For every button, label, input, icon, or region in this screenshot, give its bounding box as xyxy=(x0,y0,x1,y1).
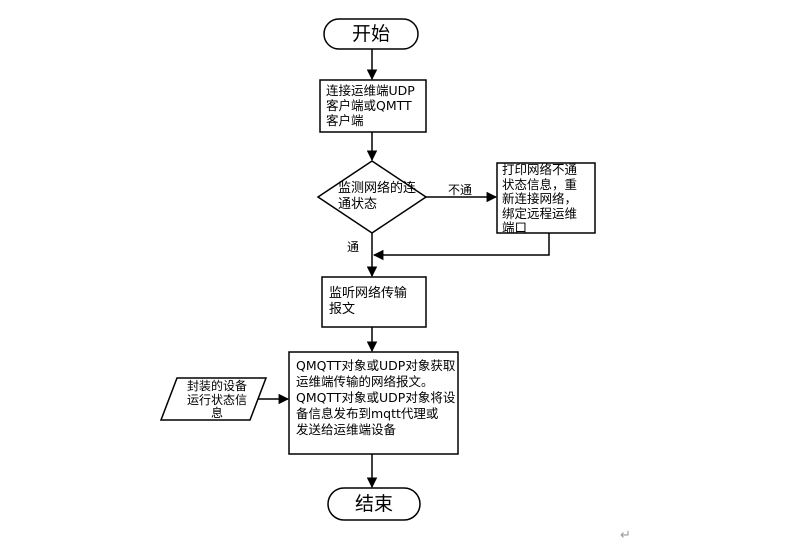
publish-label: QMQTT对象或UDP对象获取 运维端传输的网络报文。 QMQTT对象或UDP对… xyxy=(296,358,456,437)
retry-label: 打印网络不通 状态信息，重 新连接网络， 绑定远程运维 端口 xyxy=(502,162,578,235)
no-branch-label: 不通 xyxy=(448,183,473,197)
start-label: 开始 xyxy=(351,23,390,45)
decision-label: 监测网络的连 通状态 xyxy=(338,181,417,212)
paragraph-mark: ↵ xyxy=(620,528,631,543)
input-label: 封装的设备 运行状态信 息 xyxy=(186,379,247,420)
yes-branch-label: 通 xyxy=(347,240,360,254)
connect-process-box xyxy=(319,79,427,133)
end-label: 结束 xyxy=(354,493,393,515)
device-info-input xyxy=(159,377,268,421)
connect-label: 连接运维端UDP 客户端或QMTT 客户端 xyxy=(326,83,415,128)
listen-label: 监听网络传输 报文 xyxy=(329,286,408,317)
edge-retry-return xyxy=(372,233,550,261)
start-terminal xyxy=(323,18,419,50)
retry-process-box xyxy=(496,162,596,234)
